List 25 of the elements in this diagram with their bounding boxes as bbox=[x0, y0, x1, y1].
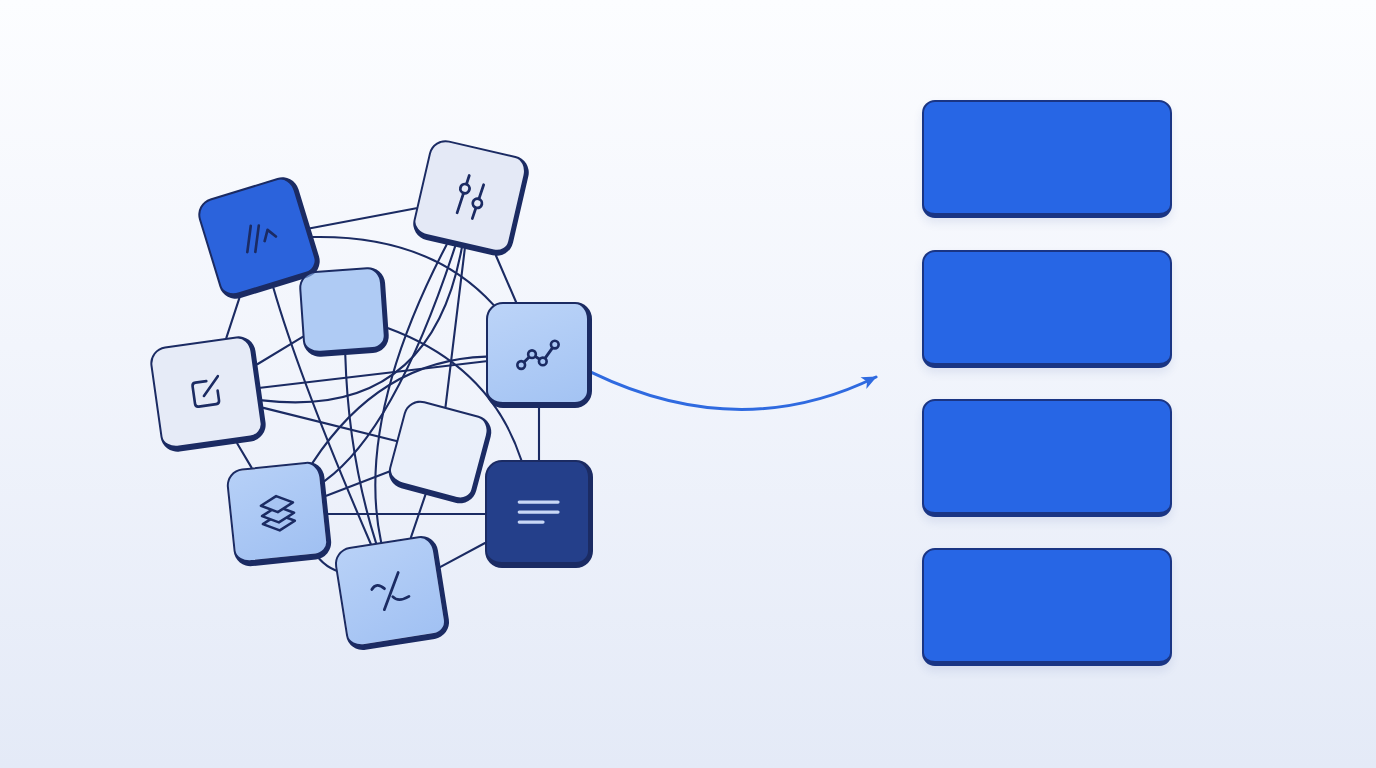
connector-line bbox=[259, 360, 488, 389]
stack-block bbox=[922, 250, 1172, 368]
connector-line bbox=[344, 353, 378, 544]
connector-line bbox=[262, 406, 398, 443]
blank-tile bbox=[298, 266, 390, 358]
connector-line bbox=[325, 470, 390, 497]
connector-line bbox=[272, 286, 372, 545]
stack-block bbox=[922, 548, 1172, 666]
connector-line bbox=[387, 327, 523, 462]
connector-line bbox=[256, 335, 304, 366]
icon-tile bbox=[486, 302, 592, 408]
curved-arrow bbox=[590, 371, 878, 411]
stack-block bbox=[922, 399, 1172, 517]
connector-line bbox=[312, 236, 495, 306]
connector-line bbox=[327, 512, 487, 516]
connector-line bbox=[439, 541, 487, 568]
icon-tile bbox=[485, 460, 593, 568]
connector-line bbox=[261, 247, 463, 404]
connector-line bbox=[323, 245, 457, 482]
connector-line bbox=[537, 406, 541, 462]
stack-block bbox=[922, 100, 1172, 218]
connector-line bbox=[309, 207, 418, 230]
connector-line bbox=[444, 247, 466, 408]
connector-line bbox=[374, 243, 448, 544]
connector-line bbox=[236, 442, 253, 469]
